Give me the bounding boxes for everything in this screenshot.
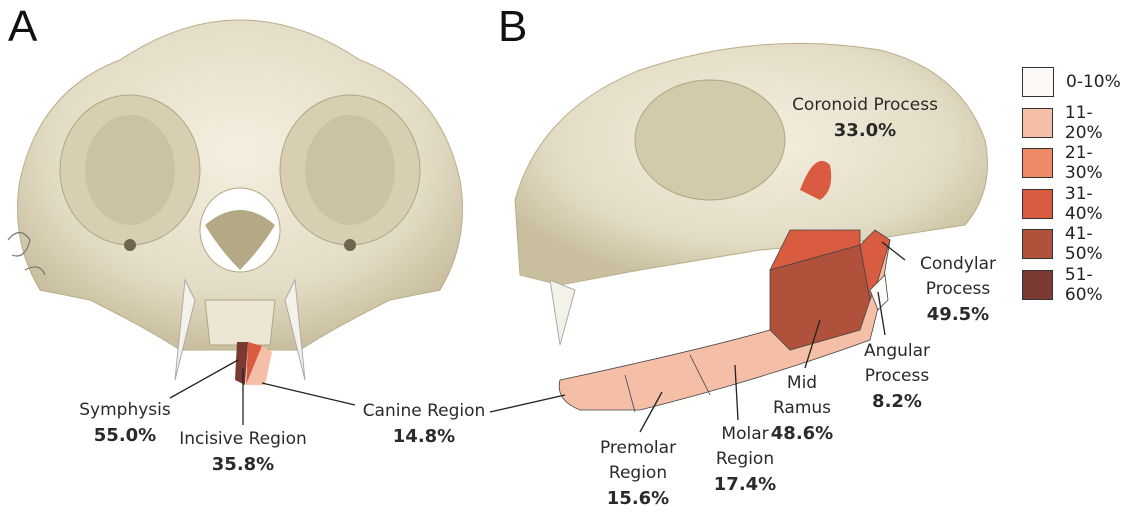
label-canine-region: Canine Region 14.8% [363,399,486,449]
signature [7,231,46,276]
region-name: Ramus [772,398,832,418]
panel-label-b: B [498,2,528,51]
legend-swatch [1022,188,1053,219]
legend-item: 41-50% [1022,224,1128,265]
legend-swatch [1022,269,1053,300]
panel-label-a: A [8,2,38,51]
region-name: Region [715,449,775,469]
region-name: Coronoid Process [792,95,938,115]
legend-label: 41-50% [1064,224,1103,265]
region-value: 35.8% [211,454,275,475]
region-name: Canine Region [362,401,486,421]
region-name: Incisive Region [179,429,307,449]
region-value: 33.0% [833,120,897,141]
legend: 0-10% 11-20%21-30%31-40%41-50%51-60% [1022,62,1128,305]
region-name: Molar [721,424,769,444]
leader-lines [169,241,906,433]
region-name: Process [864,366,930,386]
region-name: Mid [786,373,818,393]
region-value: 49.5% [926,304,990,325]
region-name: Symphysis [79,400,171,420]
region-value: 55.0% [93,425,157,446]
label-incisive-region: Incisive Region 35.8% [179,427,307,477]
legend-swatch [1022,107,1053,138]
legend-swatch [1022,67,1054,98]
region-name: Premolar [599,438,677,458]
legend-item: 21-30% [1022,143,1128,184]
region-name: Process [925,279,991,299]
label-condylar-process: Condylar Process 49.5% [920,252,996,327]
legend-item: 0-10% [1022,62,1128,103]
region-value: 48.6% [770,423,834,444]
legend-item: 11-20% [1022,103,1128,144]
label-coronoid-process: Coronoid Process 33.0% [792,93,938,143]
legend-label: 0-10% [1066,72,1121,93]
legend-swatch [1022,229,1053,260]
skull-frontal-view [17,19,463,385]
label-molar-region: Molar Region 17.4% [714,422,776,497]
legend-item: 31-40% [1022,184,1128,225]
region-value: 14.8% [392,426,456,447]
region-name: Region [608,463,668,483]
legend-label: 31-40% [1064,183,1103,224]
skull-lateral-view [514,42,988,413]
legend-label: 11-20% [1064,102,1103,143]
region-name: Angular [863,341,931,361]
label-angular-process: Angular Process 8.2% [864,339,930,414]
legend-label: 51-60% [1064,264,1103,305]
label-mid-ramus: Mid Ramus 48.6% [771,371,833,446]
region-value: 8.2% [872,391,922,412]
label-premolar-region: Premolar Region 15.6% [600,436,676,511]
region-value: 15.6% [606,488,670,509]
region-value: 17.4% [713,474,777,495]
legend-item: 51-60% [1022,265,1128,306]
legend-label: 21-30% [1064,143,1103,184]
label-symphysis: Symphysis 55.0% [79,398,170,448]
legend-swatch [1022,148,1053,179]
region-name: Condylar [919,254,997,274]
